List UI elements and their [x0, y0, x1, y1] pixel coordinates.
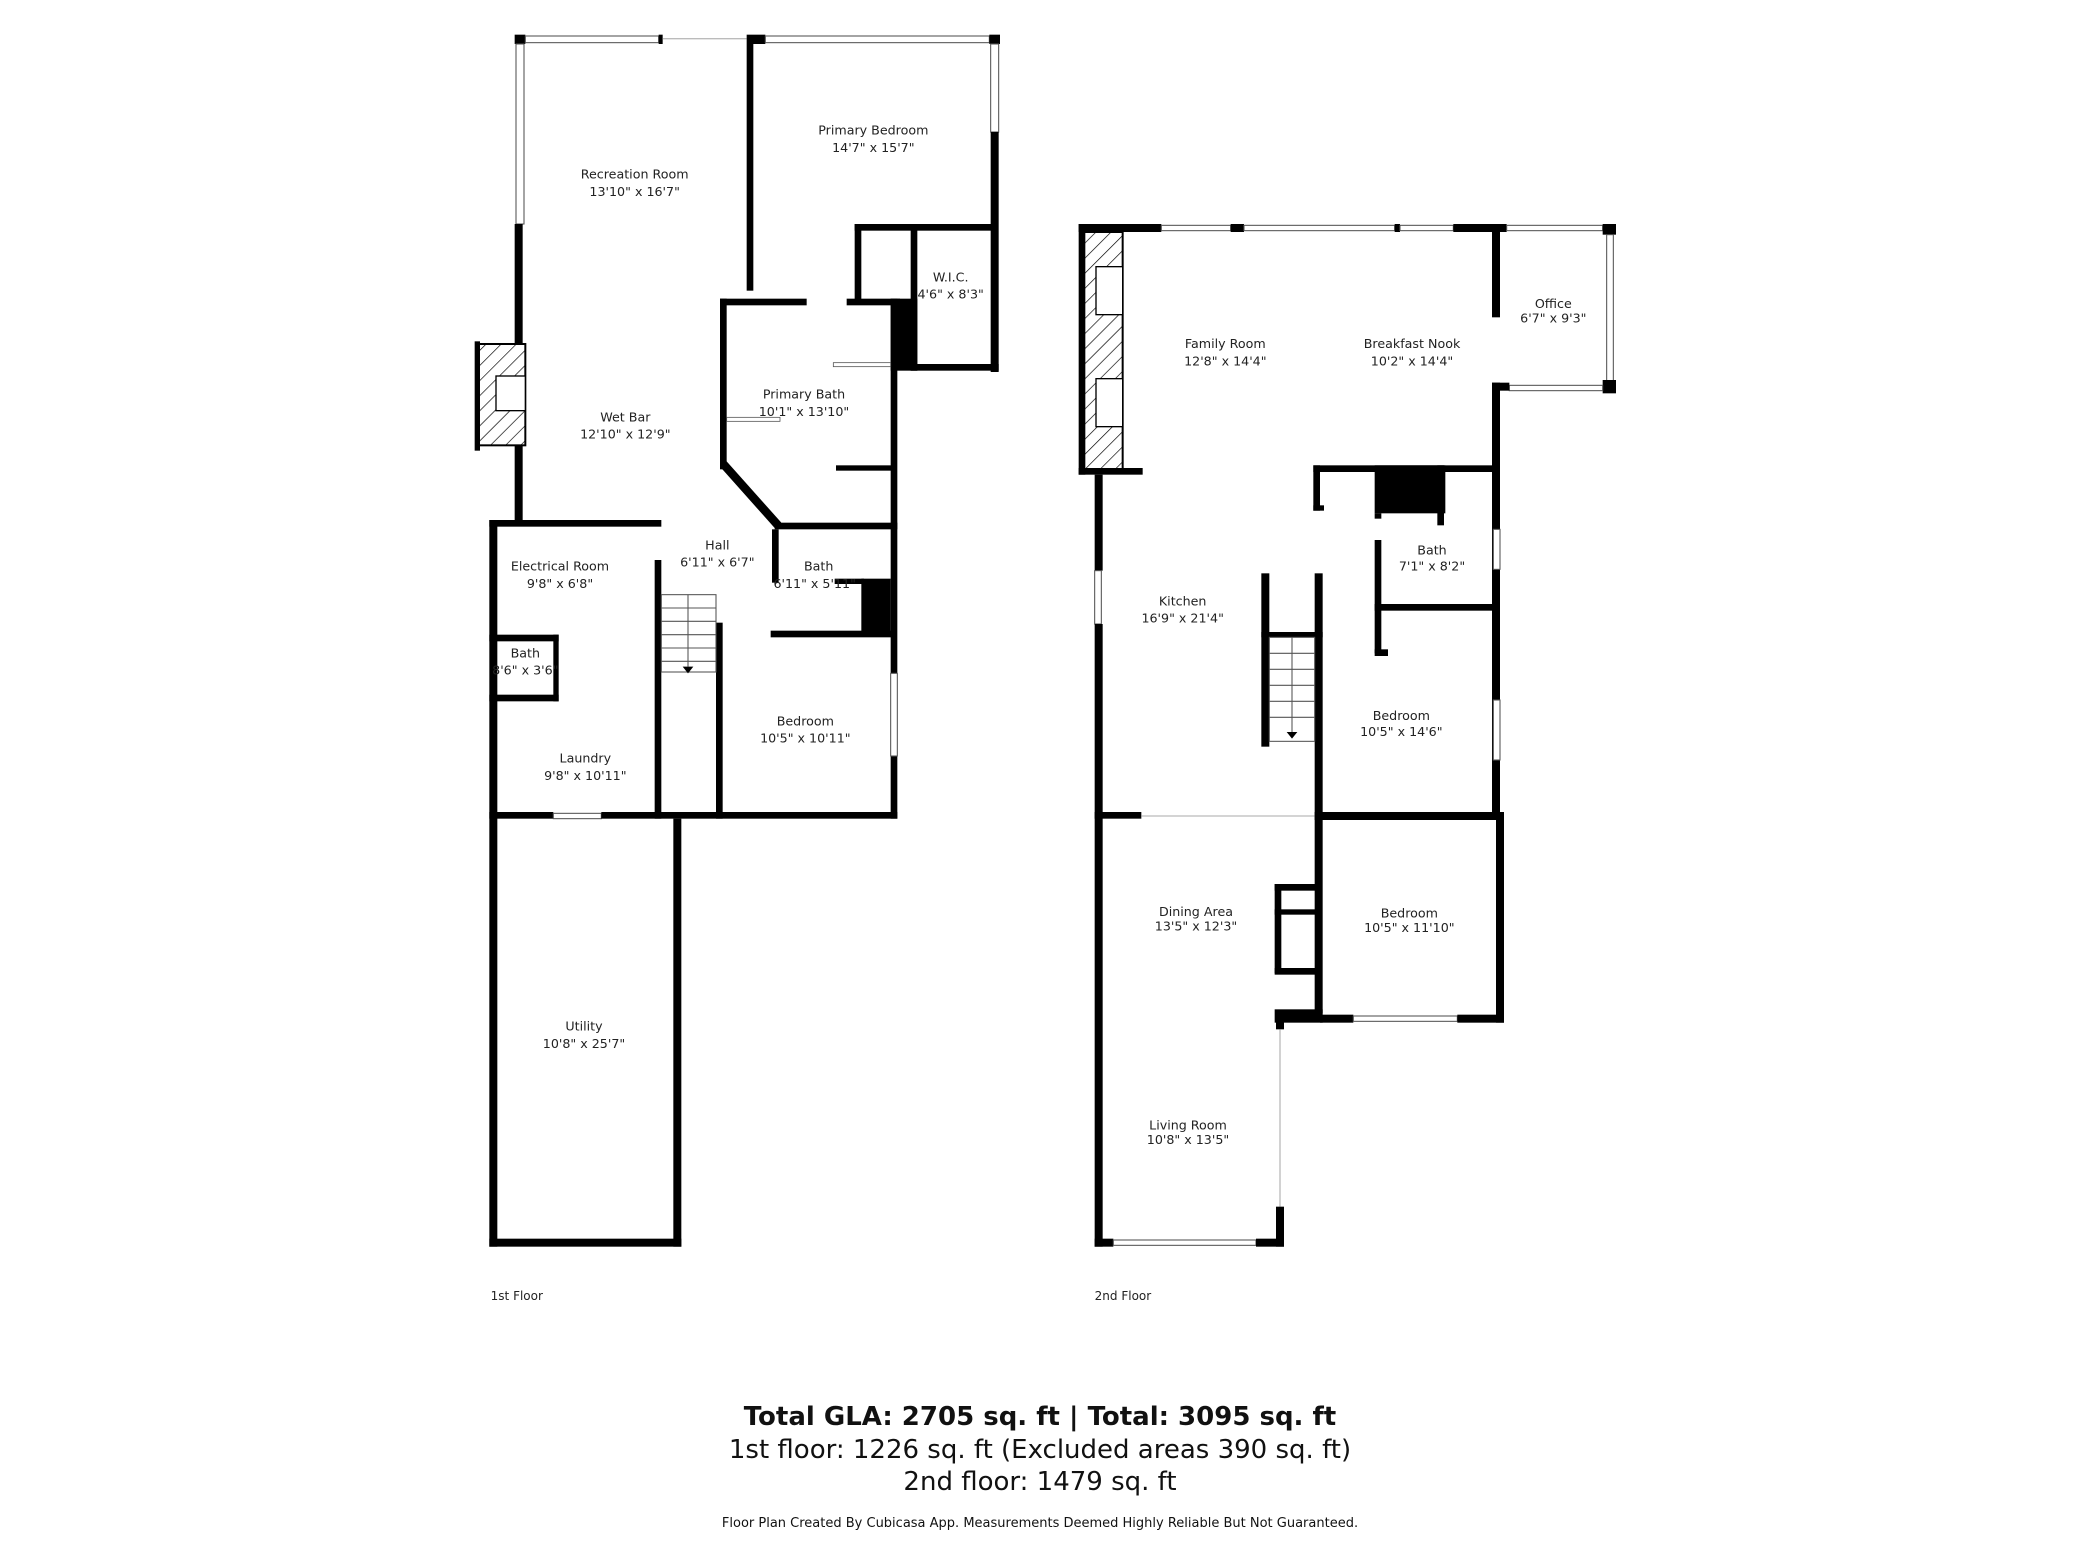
floor-label: 1st Floor	[491, 1289, 543, 1303]
room-name: Hall	[705, 537, 729, 552]
window	[1243, 224, 1396, 232]
room-name: Kitchen	[1159, 593, 1207, 608]
room-name: Wet Bar	[600, 409, 651, 424]
room-size: 13'5" x 12'3"	[1155, 919, 1237, 934]
room-size: 9'8" x 10'11"	[544, 768, 626, 783]
total-area: Total GLA: 2705 sq. ft | Total: 3095 sq.…	[743, 1402, 1337, 1432]
room-name: Breakfast Nook	[1364, 336, 1461, 351]
room-size: 13'10" x 16'7"	[589, 184, 680, 199]
room-size: 4'6" x 8'3"	[917, 287, 983, 302]
room-size: 6'11" x 6'7"	[680, 555, 754, 570]
window	[1606, 234, 1614, 382]
first-floor-area: 1st floor: 1226 sq. ft (Excluded areas 3…	[728, 1435, 1352, 1465]
room-name: Primary Bath	[763, 387, 845, 402]
window	[1160, 224, 1232, 232]
window	[764, 35, 990, 44]
room-labels-1st-floor: Recreation Room 13'10" x 16'7" Primary B…	[491, 123, 984, 1303]
window	[1492, 699, 1501, 761]
first-floor-plan	[474, 34, 1000, 1247]
room-size: 10'5" x 10'11"	[760, 731, 851, 746]
window	[1399, 224, 1454, 232]
room-name: Bath	[1417, 543, 1446, 558]
window	[890, 672, 898, 757]
second-floor-area: 2nd floor: 1479 sq. ft	[903, 1467, 1177, 1497]
room-size: 10'8" x 25'7"	[543, 1036, 625, 1051]
window	[552, 812, 602, 820]
room-size: 14'7" x 15'7"	[832, 140, 914, 155]
room-size: 6'11" x 5'11"	[773, 576, 855, 591]
room-name: Bath	[511, 645, 540, 660]
room-labels-2nd-floor: Family Room 12'8" x 14'4" Breakfast Nook…	[1095, 296, 1587, 1303]
room-size: 8'6" x 3'6"	[492, 663, 558, 678]
room-name: Bath	[804, 559, 833, 574]
room-size: 10'2" x 14'4"	[1371, 353, 1453, 368]
room-name: Office	[1535, 296, 1572, 311]
room-size: 10'5" x 11'10"	[1364, 920, 1455, 935]
stairs-icon	[1268, 636, 1316, 742]
window	[1112, 1239, 1257, 1246]
room-size: 10'8" x 13'5"	[1147, 1132, 1229, 1147]
room-name: Bedroom	[1381, 905, 1438, 920]
disclaimer: Floor Plan Created By Cubicasa App. Meas…	[721, 1516, 1359, 1531]
window	[524, 35, 660, 44]
room-size: 6'7" x 9'3"	[1520, 311, 1586, 326]
room-size: 16'9" x 21'4"	[1141, 611, 1223, 626]
room-size: 12'10" x 12'9"	[580, 427, 671, 442]
room-size: 10'5" x 14'6"	[1360, 724, 1442, 739]
room-name: W.I.C.	[933, 269, 969, 284]
room-name: Dining Area	[1159, 904, 1233, 919]
room-size: 7'1" x 8'2"	[1399, 559, 1465, 574]
window	[1492, 528, 1501, 570]
second-floor-plan	[1078, 224, 1616, 1247]
room-size: 9'8" x 6'8"	[527, 576, 593, 591]
window	[1508, 384, 1604, 392]
window	[990, 43, 1000, 133]
window	[1352, 1015, 1458, 1022]
room-name: Bedroom	[777, 713, 834, 728]
room-name: Recreation Room	[581, 167, 689, 182]
room-size: 10'1" x 13'10"	[759, 404, 850, 419]
room-name: Laundry	[560, 751, 612, 766]
room-name: Primary Bedroom	[818, 123, 928, 138]
floor-label: 2nd Floor	[1095, 1289, 1152, 1303]
room-name: Living Room	[1149, 1117, 1227, 1132]
room-name: Bedroom	[1373, 708, 1430, 723]
room-size: 12'8" x 14'4"	[1184, 353, 1266, 368]
window	[515, 43, 525, 225]
room-name: Family Room	[1185, 336, 1266, 351]
window	[1094, 570, 1102, 625]
room-name: Utility	[565, 1019, 603, 1034]
window	[1506, 224, 1604, 232]
room-name: Electrical Room	[511, 559, 609, 574]
stairs-icon	[660, 594, 717, 674]
